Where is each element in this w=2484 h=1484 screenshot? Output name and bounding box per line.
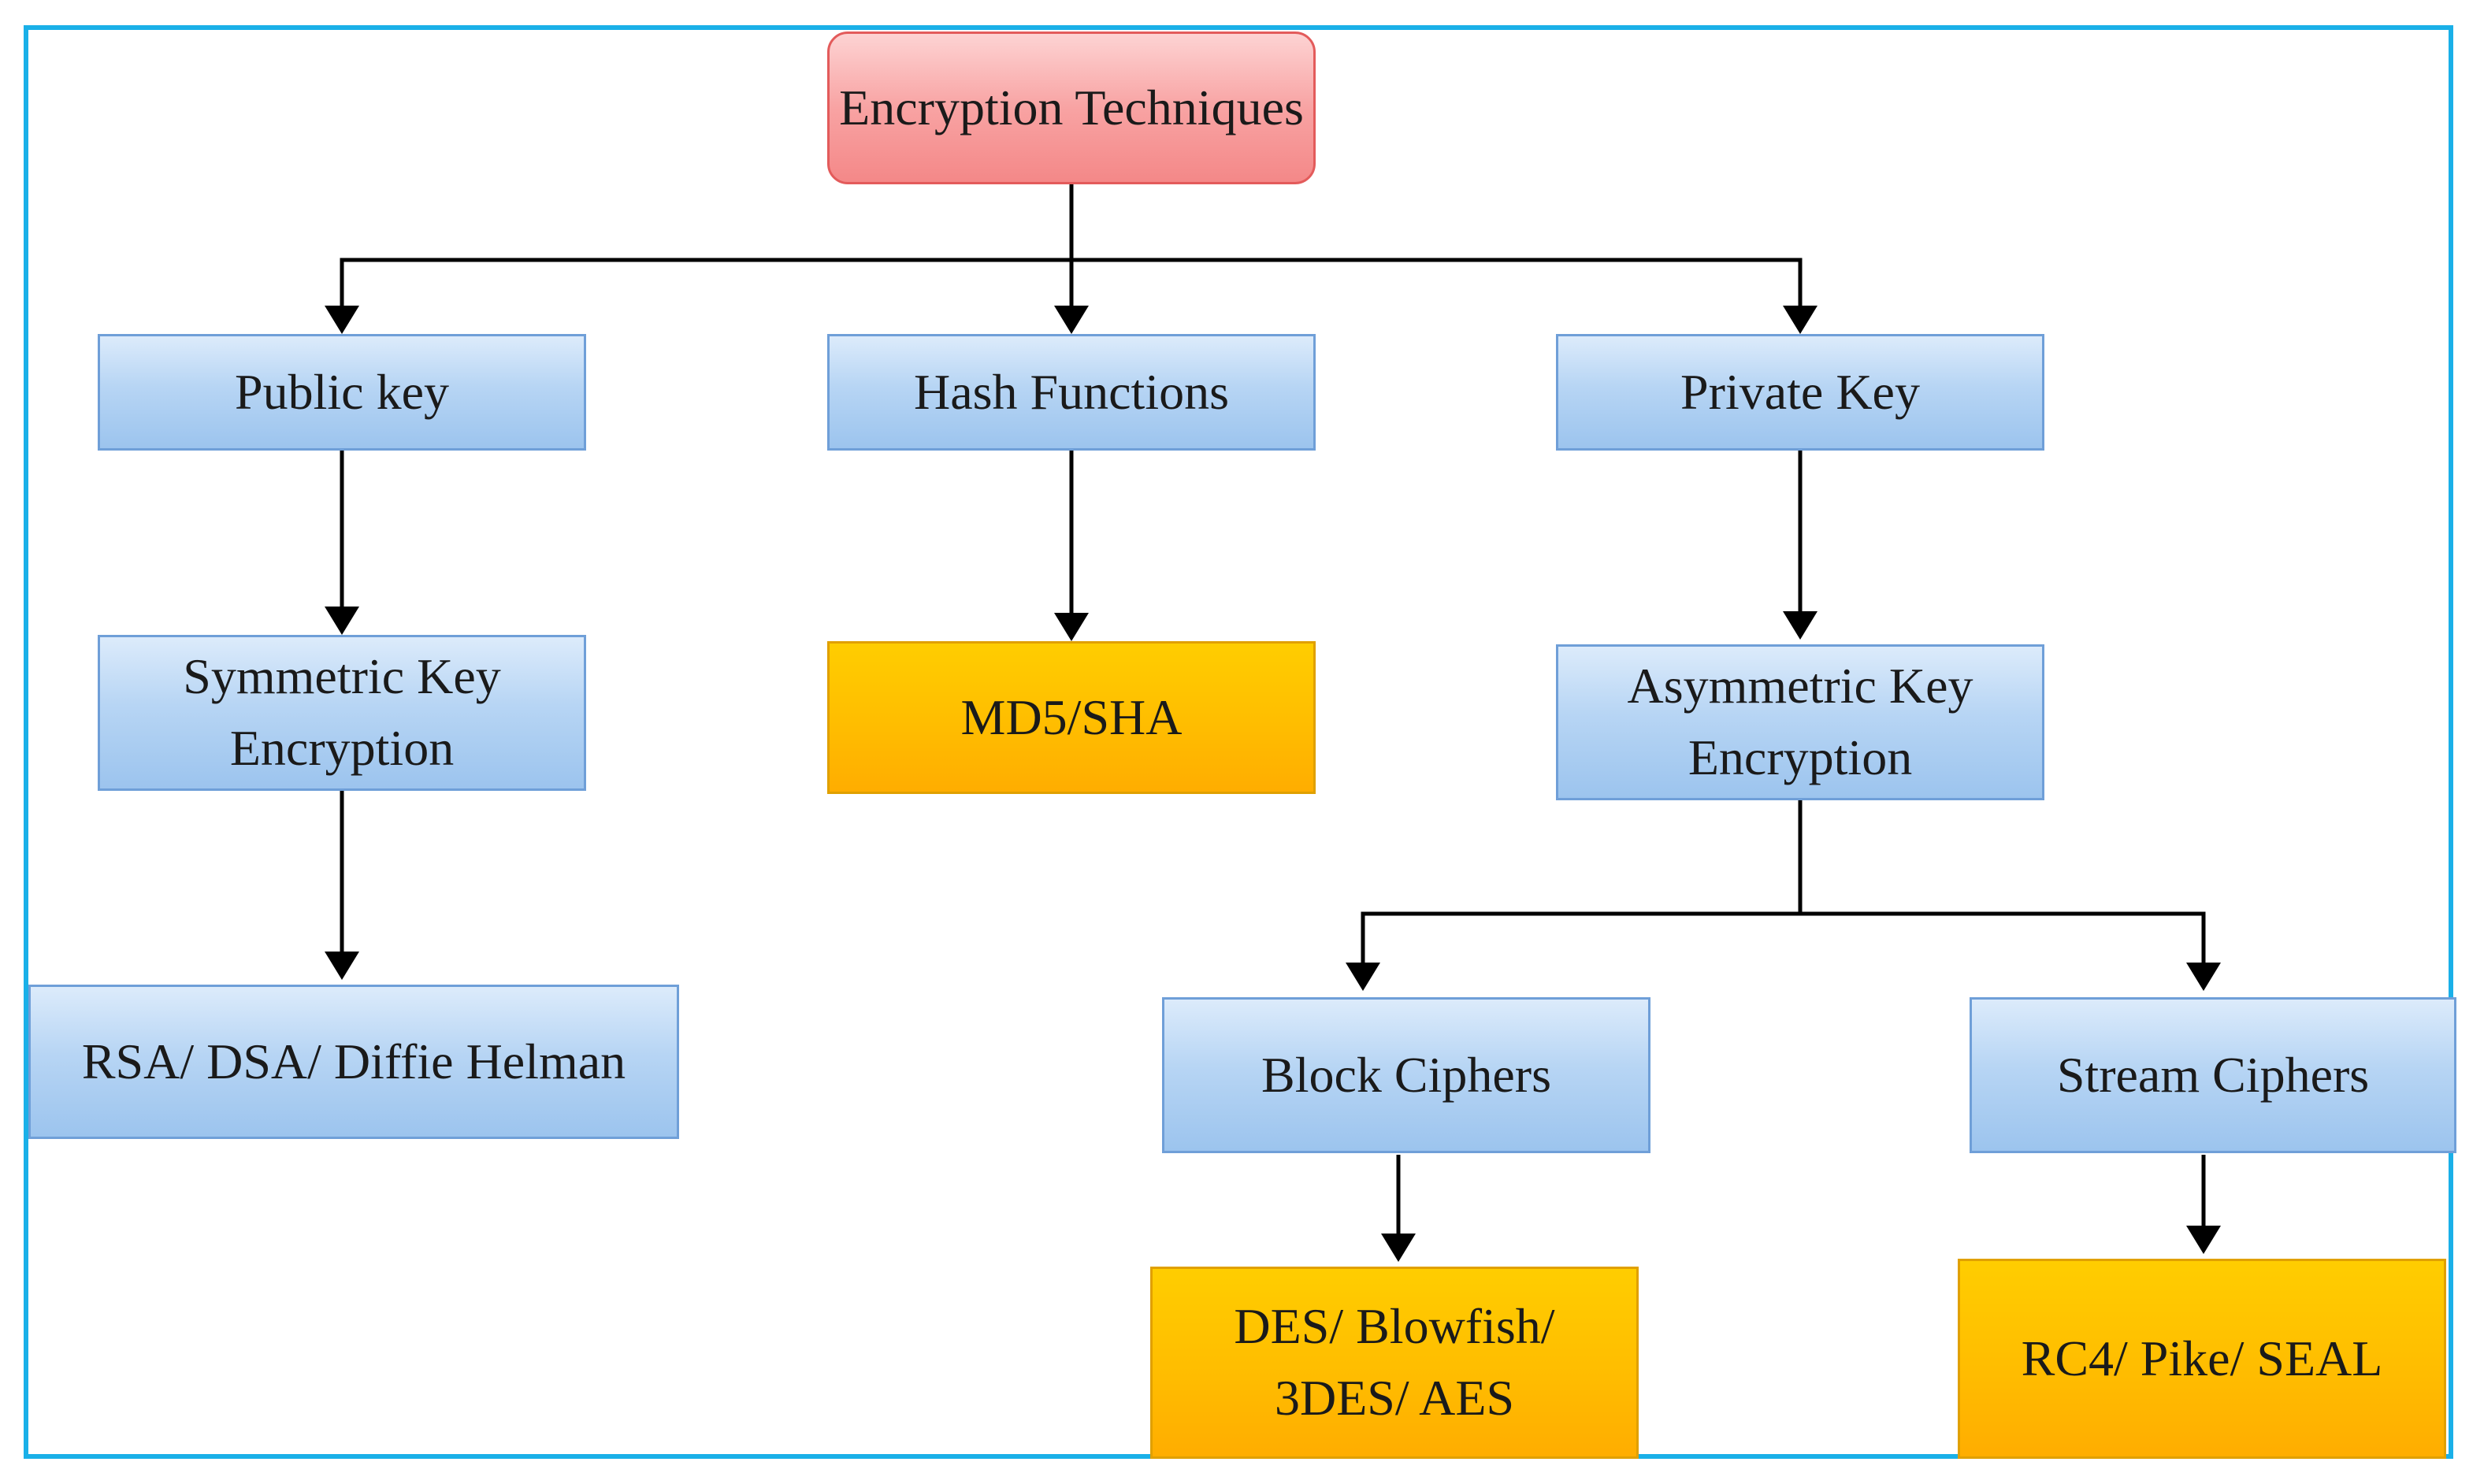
node-stream-ciphers: Stream Ciphers [1970, 997, 2456, 1153]
arrow-stream [2186, 963, 2221, 991]
arrow-rsa [325, 952, 359, 980]
node-rsa-dsa-diffie-helman: RSA/ DSA/ Diffie Helman [28, 985, 679, 1139]
node-asymmetric-key-encryption: Asymmetric Key Encryption [1556, 644, 2044, 800]
node-hash-functions: Hash Functions [827, 334, 1316, 451]
arrow-block [1346, 963, 1380, 991]
node-symmetric-key-encryption: Symmetric Key Encryption [98, 635, 586, 791]
arrow-private-key [1783, 306, 1818, 334]
arrow-des [1381, 1234, 1416, 1262]
edge-asymmetric-stream [1800, 911, 2206, 988]
edge-root-public-key [340, 184, 1074, 331]
node-encryption-techniques: Encryption Techniques [827, 32, 1316, 184]
edge-asymmetric-block [1361, 800, 1803, 988]
arrow-symmetric [325, 607, 359, 635]
arrow-public-key [325, 306, 359, 334]
edge-root-private-key [1071, 258, 1803, 331]
node-block-ciphers: Block Ciphers [1162, 997, 1650, 1153]
arrow-hash-functions [1054, 306, 1089, 334]
node-des-blowfish-3des-aes: DES/ Blowfish/ 3DES/ AES [1150, 1267, 1639, 1459]
node-private-key: Private Key [1556, 334, 2044, 451]
arrow-asymmetric [1783, 611, 1818, 640]
arrow-md5 [1054, 613, 1089, 641]
node-rc4-pike-seal: RC4/ Pike/ SEAL [1958, 1259, 2446, 1459]
node-md5-sha: MD5/SHA [827, 641, 1316, 794]
node-public-key: Public key [98, 334, 586, 451]
arrow-rc4 [2186, 1226, 2221, 1254]
